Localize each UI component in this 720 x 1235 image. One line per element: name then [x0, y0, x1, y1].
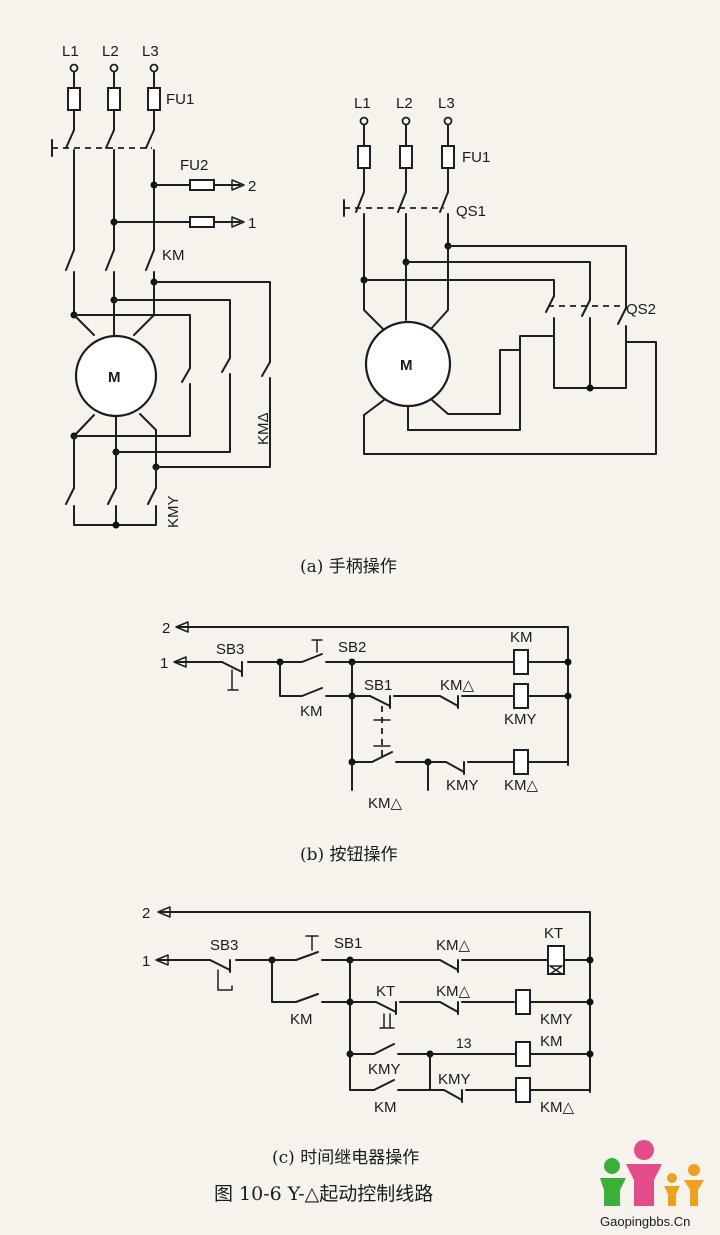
terminal-L1 [69, 63, 79, 73]
label-kmd-hold-b: KM△ [368, 795, 403, 812]
label-km-coil-b: KM [510, 629, 533, 646]
label-fu2: FU2 [180, 157, 208, 174]
label-L3: L3 [142, 43, 159, 60]
motor-label-a-left: M [108, 369, 121, 386]
label-kmy-a: KMY [165, 495, 182, 528]
watermark-text: Gaopingbbs.Cn [600, 1214, 690, 1229]
label-L1-r: L1 [354, 95, 371, 112]
label-km-coil-c: KM [540, 1033, 563, 1050]
fuse-fu1-l2 [107, 87, 121, 111]
fuse-r-1 [357, 145, 371, 169]
label-kmd-nc-b: KM△ [440, 677, 475, 694]
label-out-1: 1 [248, 215, 256, 232]
label-km-contact-c: KM [374, 1099, 397, 1116]
caption-a: (a) 手柄操作 [300, 557, 397, 577]
watermark-logo: Gaopingbbs.Cn [600, 1140, 704, 1229]
kmd-coil-c [515, 1077, 531, 1103]
label-kmd-nc-c1: KM△ [436, 937, 471, 954]
kmy-coil-c [515, 989, 531, 1015]
label-fu1-r: FU1 [462, 149, 490, 166]
diagram-b: 2 1 SB3 SB2 KM KM SB1 KM△ KMY [160, 620, 572, 812]
caption-c: (c) 时间继电器操作 [272, 1148, 419, 1168]
kmd-coil-b [513, 749, 529, 775]
label-fu1: FU1 [166, 91, 194, 108]
label-kmy-contact-a: KMY [368, 1061, 401, 1078]
label-rail-2-c: 2 [142, 905, 150, 922]
fuse-fu1-l3 [147, 87, 161, 111]
label-qs1: QS1 [456, 203, 486, 220]
label-kt-contact-c: KT [376, 983, 395, 1000]
label-out-2: 2 [248, 178, 256, 195]
label-node-13: 13 [456, 1035, 472, 1051]
motor-label-a-right: M [400, 357, 413, 374]
label-kmd-a: KMΔ [255, 412, 272, 445]
fuse-r-3 [441, 145, 455, 169]
fuse-fu1-l1 [67, 87, 81, 111]
label-L3-r: L3 [438, 95, 455, 112]
label-sb3-c: SB3 [210, 937, 238, 954]
figure-title: 图 10-6 Y-△起动控制线路 [214, 1183, 433, 1205]
label-sb3-b: SB3 [216, 641, 244, 658]
label-L1: L1 [62, 43, 79, 60]
label-rail-1-c: 1 [142, 953, 150, 970]
label-kmd-nc-c2: KM△ [436, 983, 471, 1000]
people-icon [600, 1140, 704, 1206]
label-kmd-coil-c: KM△ [540, 1099, 575, 1116]
diagram-a-left: L1 L2 L3 FU1 FU2 2 1 K [51, 43, 272, 529]
label-L2-r: L2 [396, 95, 413, 112]
label-km-hold-b: KM [300, 703, 323, 720]
km-coil-c [515, 1041, 531, 1067]
label-kmy-nc-b: KMY [446, 777, 479, 794]
label-sb1-c: SB1 [334, 935, 362, 952]
label-kmy-contact-b: KMY [438, 1071, 471, 1088]
kmy-coil-b [513, 683, 529, 709]
label-sb1-b: SB1 [364, 677, 392, 694]
km-coil-b [513, 649, 529, 675]
figure-head-green [604, 1158, 620, 1174]
diagram-c: 2 1 SB3 SB1 KM KM△ KT KT KM△ [142, 905, 594, 1116]
diagram-a-right: L1 L2 L3 FU1 QS1 QS2 M [343, 95, 657, 455]
label-kmy-coil-c: KMY [540, 1011, 573, 1028]
label-sb2-b: SB2 [338, 639, 366, 656]
label-qs2: QS2 [626, 301, 656, 318]
fuse-r-2 [399, 145, 413, 169]
label-kmd-coil-b: KM△ [504, 777, 539, 794]
label-rail-2-b: 2 [162, 620, 170, 637]
label-rail-1-b: 1 [160, 655, 168, 672]
label-kmy-coil-b: KMY [504, 711, 537, 728]
fuse-fu2-b [189, 216, 215, 228]
terminal-L2 [109, 63, 119, 73]
fuse-fu2-a [189, 179, 215, 191]
label-km-main: KM [162, 247, 185, 264]
label-km-hold-c: KM [290, 1011, 313, 1028]
label-kt-coil-c: KT [544, 925, 563, 942]
terminal-L3 [149, 63, 159, 73]
caption-b: (b) 按钮操作 [300, 845, 398, 865]
label-L2: L2 [102, 43, 119, 60]
